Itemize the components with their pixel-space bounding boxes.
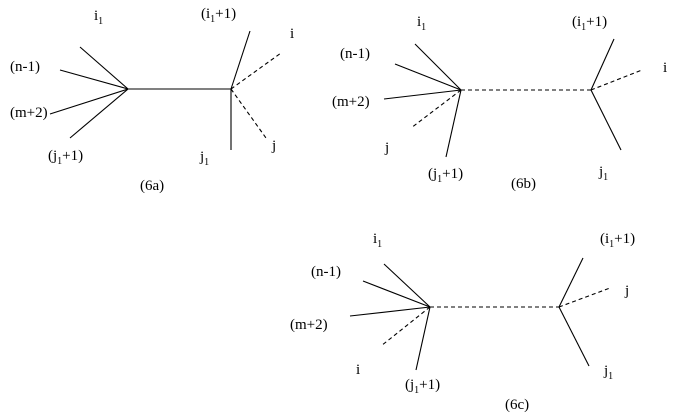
edge-6b-j1-plus-1 xyxy=(445,89,462,158)
caption-6a: (6a) xyxy=(140,178,164,194)
diagram-6c: i1 (n-1) (m+2) i (j1+1) (i1+1) j j1 (6c) xyxy=(290,231,635,413)
edge-6b-m-plus-2 xyxy=(383,89,462,100)
edge-6c-j1 xyxy=(558,306,590,367)
edge-6a-m-plus-2 xyxy=(49,88,129,115)
label-6c-i1: i1 xyxy=(373,231,382,250)
label-6c-j1: j1 xyxy=(603,363,613,382)
label-6b-i: i xyxy=(663,60,667,76)
label-6a-j: j xyxy=(271,138,276,154)
edge-6b-j-dashed xyxy=(410,89,462,129)
edge-6c-j-dashed xyxy=(558,287,611,308)
diagram-6a: i1 (n-1) (m+2) (j1+1) (i1+1) i j j1 (6a) xyxy=(10,6,294,194)
edge-6a-n-minus-1 xyxy=(59,69,129,90)
label-6a-i: i xyxy=(290,26,294,42)
edge-6b-i1-plus-1 xyxy=(590,38,615,91)
label-6b-i1-plus-1: (i1+1) xyxy=(572,14,607,33)
label-6c-n-minus-1: (n-1) xyxy=(311,264,341,280)
label-6a-i1: i1 xyxy=(94,8,103,27)
label-6a-n-minus-1: (n-1) xyxy=(10,59,40,75)
edge-6b-j1 xyxy=(590,89,622,151)
edge-6c-m-plus-2 xyxy=(349,306,431,317)
edge-6c-i1-plus-1 xyxy=(558,257,584,308)
edge-6c-n-minus-1 xyxy=(362,280,431,308)
edge-6b-n-minus-1 xyxy=(394,63,462,91)
label-6b-j: j xyxy=(384,140,389,156)
label-6b-j1-plus-1: (j1+1) xyxy=(428,166,463,185)
label-6a-j1: j1 xyxy=(199,149,209,168)
diagram-6b: i1 (n-1) (m+2) j (j1+1) (i1+1) i j1 (6b) xyxy=(332,14,667,192)
edge-6a-i1 xyxy=(79,46,129,90)
edge-6a-j-dashed xyxy=(230,88,267,139)
edge-6b-i-dashed xyxy=(590,69,643,91)
label-6b-n-minus-1: (n-1) xyxy=(340,46,370,62)
label-6c-i: i xyxy=(356,362,360,378)
edge-6a-i1-plus-1 xyxy=(230,30,251,90)
label-6a-j1-plus-1: (j1+1) xyxy=(48,148,83,167)
label-6b-j1: j1 xyxy=(598,164,608,183)
edge-6c-j1-plus-1 xyxy=(415,306,431,371)
label-6c-j: j xyxy=(624,283,629,299)
label-6c-m-plus-2: (m+2) xyxy=(290,317,328,333)
caption-6c: (6c) xyxy=(505,397,529,413)
label-6c-i1-plus-1: (i1+1) xyxy=(600,231,635,250)
edge-6a-i-dashed xyxy=(230,52,282,90)
label-6c-j1-plus-1: (j1+1) xyxy=(405,377,440,396)
edge-6c-i1 xyxy=(383,263,431,308)
label-6a-m-plus-2: (m+2) xyxy=(10,105,48,121)
edge-6b-i1 xyxy=(414,43,462,91)
label-6b-i1: i1 xyxy=(417,14,426,33)
label-6a-i1-plus-1: (i1+1) xyxy=(201,6,236,25)
edge-6a-j1-plus-1 xyxy=(69,88,129,139)
edge-6c-i-dashed xyxy=(380,306,431,347)
label-6b-m-plus-2: (m+2) xyxy=(332,94,370,110)
caption-6b: (6b) xyxy=(511,176,536,192)
